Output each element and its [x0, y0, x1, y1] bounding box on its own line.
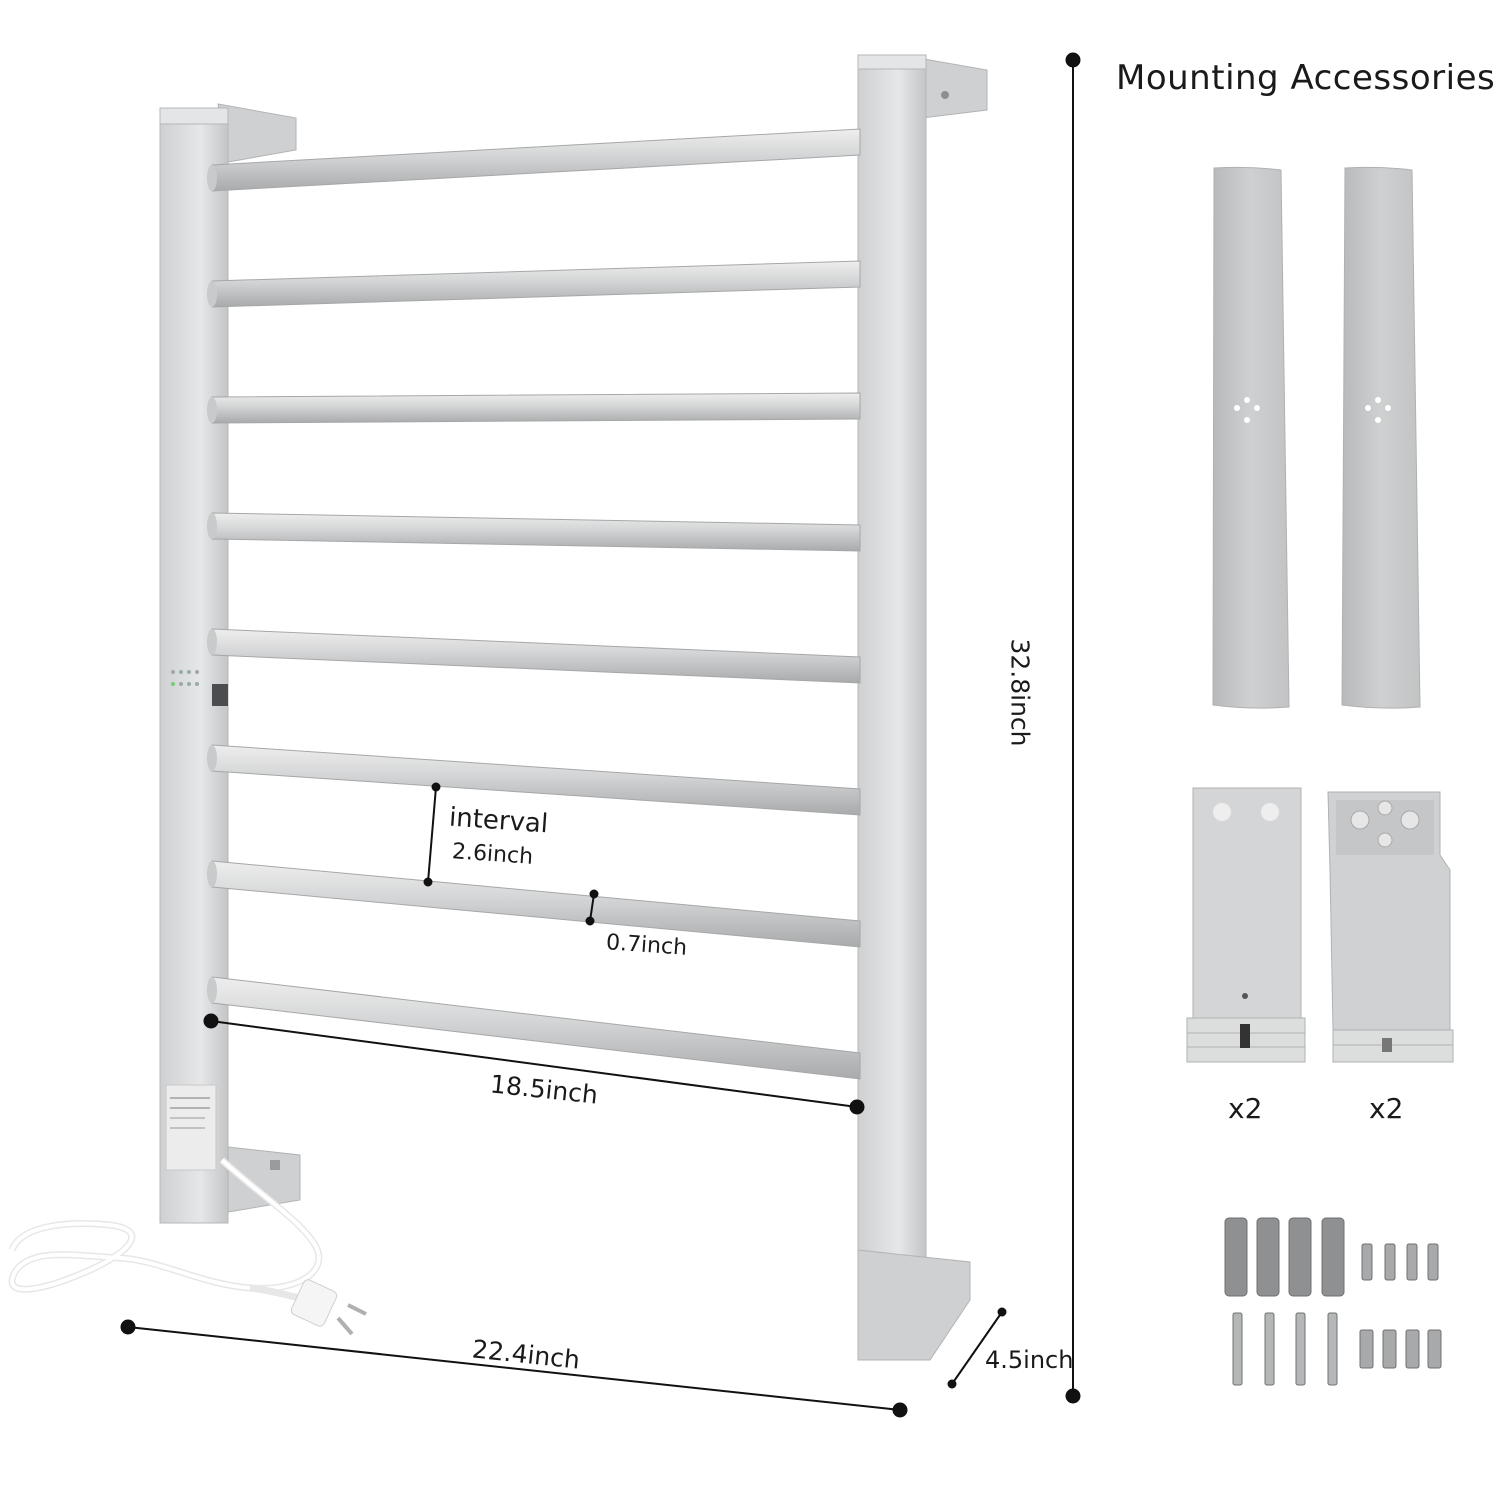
towel-bar	[211, 860, 861, 948]
strap-left	[1212, 166, 1290, 709]
towel-bar	[211, 128, 861, 192]
towel-bar-end-cap	[207, 281, 217, 307]
towel-bar-end-cap	[207, 397, 217, 423]
wall-anchors	[1224, 1217, 1345, 1297]
anchors-and-screws	[1224, 1217, 1442, 1386]
base-count: x2	[1369, 1092, 1404, 1125]
towel-bars	[207, 128, 861, 1080]
long-screws	[1232, 1312, 1338, 1386]
towel-bar	[211, 512, 861, 552]
power-cord	[8, 1157, 367, 1336]
towel-bar-end-cap	[207, 745, 217, 771]
towel-bar	[211, 628, 861, 684]
dimension-lines	[120, 52, 1081, 1418]
mounting-bases	[1186, 787, 1454, 1063]
mounting-straps	[1212, 166, 1421, 709]
towel-bar	[211, 260, 861, 308]
strap-right	[1341, 166, 1421, 709]
towel-bar	[211, 392, 861, 424]
accessories-title: Mounting Accessories :	[1116, 58, 1497, 98]
plug	[290, 1279, 338, 1327]
towel-bar	[211, 744, 861, 816]
right-post	[857, 59, 927, 1361]
base-block-left	[1192, 787, 1302, 1019]
height-label: 32.8inch	[1005, 638, 1035, 747]
bracket-count: x2	[1228, 1092, 1263, 1125]
bottom-left-bracket	[227, 1146, 301, 1213]
towel-bar-end-cap	[207, 977, 217, 1003]
depth-label: 4.5inch	[985, 1346, 1074, 1374]
towel-bar-end-cap	[207, 629, 217, 655]
towel-bar-end-cap	[207, 165, 217, 191]
bottom-right-base	[857, 1249, 971, 1361]
top-right-bracket	[917, 57, 988, 119]
top-left-bracket	[217, 103, 297, 163]
towel-bar-end-cap	[207, 861, 217, 887]
short-screws	[1359, 1243, 1442, 1369]
towel-bar-end-cap	[207, 513, 217, 539]
control-panel	[171, 670, 228, 706]
